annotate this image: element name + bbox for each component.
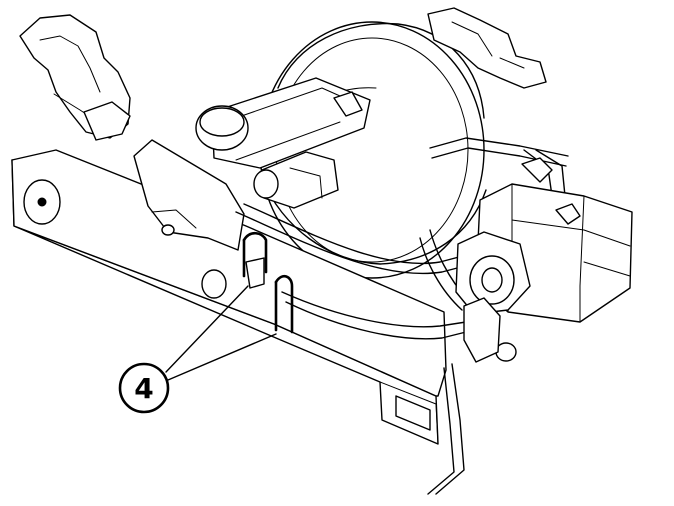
brake-line-clip <box>242 231 294 334</box>
mounting-bracket <box>19 14 131 141</box>
callout-leaders <box>165 285 277 381</box>
upper-right-bracket <box>427 7 547 89</box>
inner-bracket-plate <box>133 139 245 251</box>
callout-label: 4 <box>134 372 153 405</box>
frame-rail <box>11 149 447 445</box>
callout-4: 4 <box>118 362 170 414</box>
abs-module <box>455 157 633 363</box>
master-cylinder <box>195 77 371 209</box>
